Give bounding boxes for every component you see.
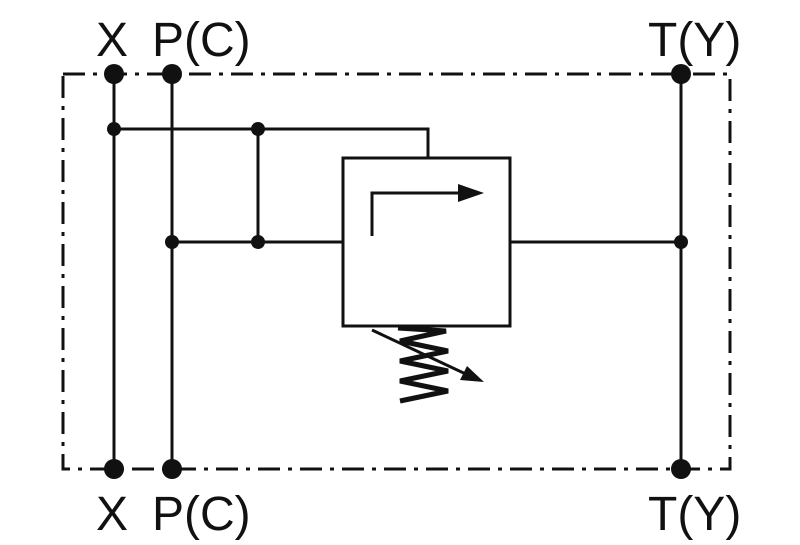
- port-dot-bottom-t: [671, 459, 691, 479]
- label-bottom-t: T(Y): [648, 488, 741, 541]
- junction-dot-tank: [674, 235, 688, 249]
- port-dot-top-t: [671, 64, 691, 84]
- port-dot-bottom-x: [104, 459, 124, 479]
- port-dot-bottom-p: [162, 459, 182, 479]
- junction-dot-pilot-x: [107, 122, 121, 136]
- port-dot-top-p: [162, 64, 182, 84]
- pilot-line: [114, 127, 430, 158]
- label-top-p: P(C): [152, 14, 251, 67]
- enclosure-boundary: [61, 72, 732, 471]
- spring-icon: [397, 325, 449, 404]
- label-bottom-p: P(C): [152, 488, 251, 541]
- flow-arrow-line: [370, 191, 462, 236]
- label-bottom-x: X: [96, 488, 128, 541]
- port-dot-top-x: [104, 64, 124, 84]
- label-top-t: T(Y): [648, 14, 741, 67]
- adjust-arrow-line: [371, 328, 471, 378]
- adjust-arrow-head: [460, 366, 484, 382]
- junction-dot-pilot-bottom: [251, 235, 265, 249]
- label-top-x: X: [96, 14, 128, 67]
- junction-dot-pressure-p: [165, 235, 179, 249]
- valve-body: [341, 156, 512, 328]
- flow-arrow-head: [458, 184, 484, 202]
- junction-dot-pilot-top: [251, 122, 265, 136]
